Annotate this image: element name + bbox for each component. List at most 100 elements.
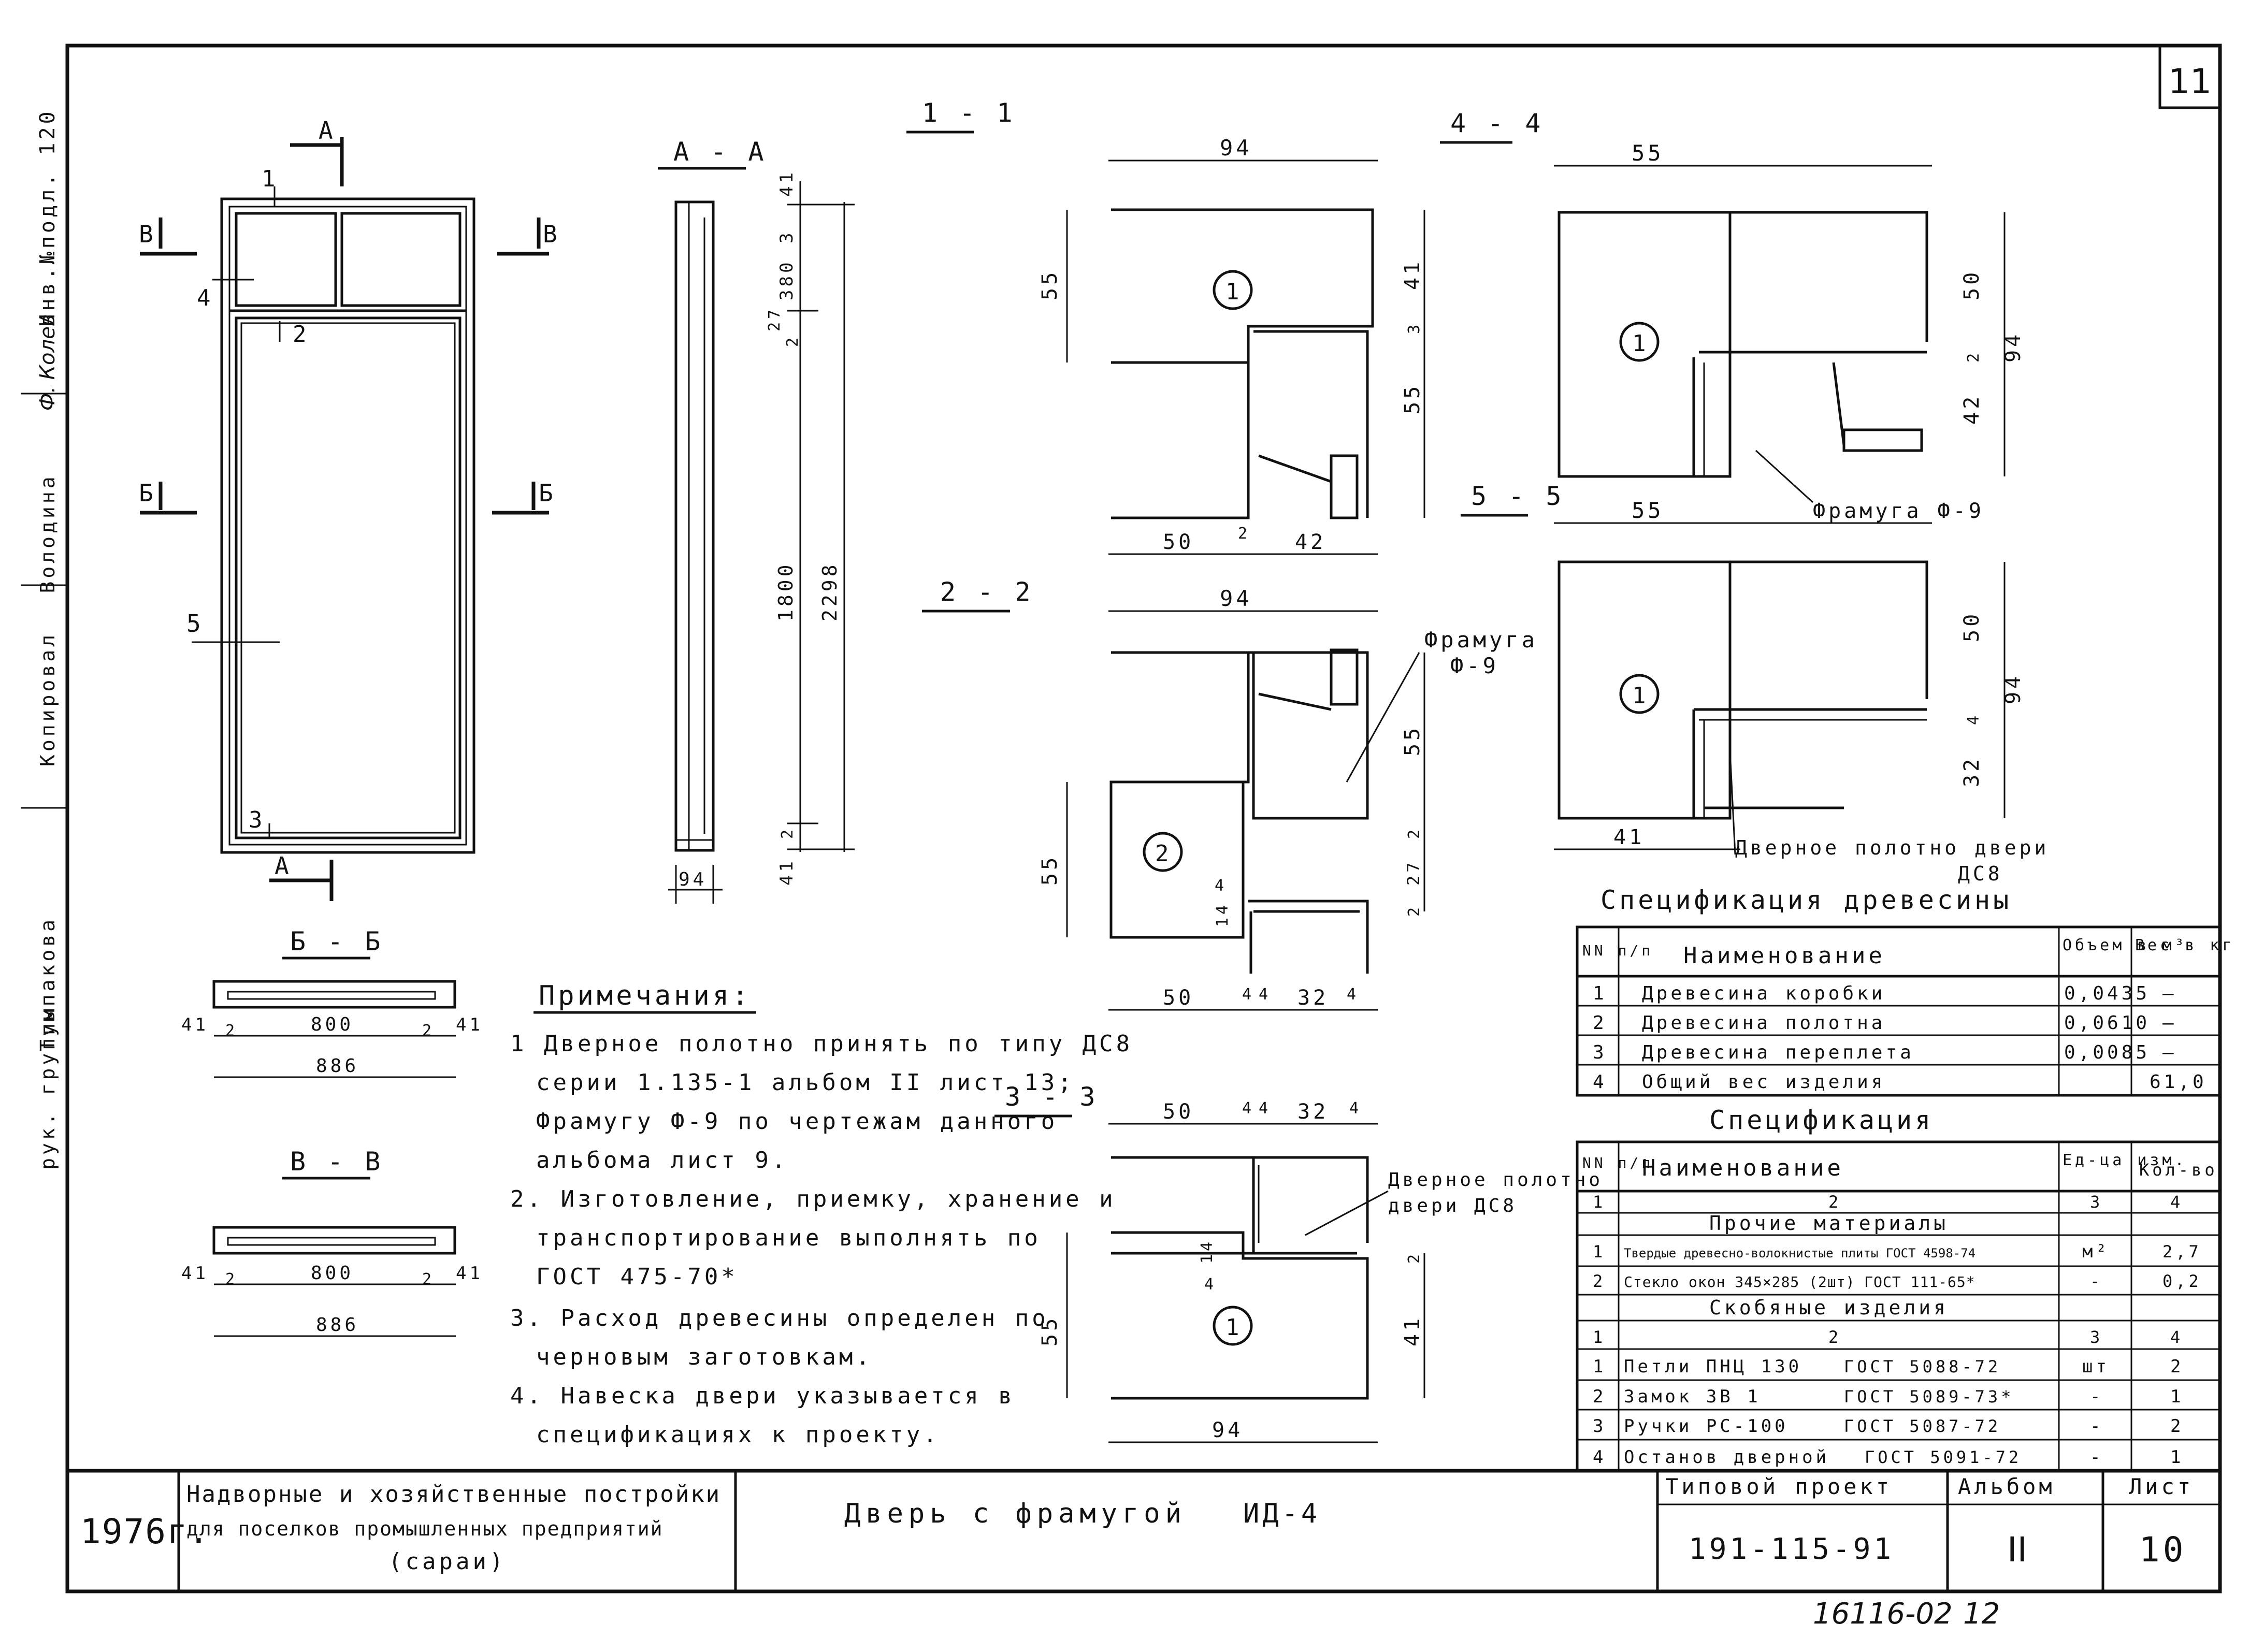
spec-idx2-4: 4 (2170, 1327, 2183, 1347)
d55-label: 1 (1632, 683, 1649, 709)
marker-b-left: Б (139, 479, 156, 507)
d11-dim-41: 41 (1401, 259, 1424, 290)
stamp-group-name: Тумпакова (36, 917, 59, 1051)
stamp-inventory: Инв.№подл. 120 (36, 108, 60, 326)
note-line-7: ГОСТ 475-70* (536, 1264, 738, 1290)
marker-v-left: В (139, 220, 156, 248)
d22-label: 2 (1155, 841, 1172, 867)
drawing-title: Дверь с фрамугой (844, 1498, 1187, 1529)
d22-transom-code: Ф-9 (1450, 653, 1499, 678)
stamp-copied: Копировал (36, 632, 59, 766)
spec-h-name: Наименование (1642, 1155, 1844, 1181)
d22-dim-94: 94 (1220, 586, 1252, 611)
d11-dim-94: 94 (1220, 135, 1252, 161)
wood-r3-name: Древесина переплета (1642, 1042, 1914, 1063)
title-33: 3 - 3 (1005, 1082, 1099, 1112)
vv-dim-2: 2 (225, 1270, 238, 1288)
spec-g2r4-unit: - (2090, 1447, 2103, 1468)
wood-r2-n: 2 (1593, 1012, 1607, 1034)
spec-g1r1-unit: м² (2082, 1241, 2110, 1262)
spec-group-1: Прочие материалы (1709, 1212, 1949, 1235)
wood-r3-wt: — (2162, 1042, 2177, 1063)
spec-g2r4-name: Останов дверной (1624, 1447, 1829, 1468)
callout-3: 3 (249, 807, 266, 833)
d33-dim-94: 94 (1212, 1418, 1243, 1442)
d33-dim-4d: 4 (1204, 1276, 1217, 1294)
project-line-2: для поселков промышленных предприятий (186, 1517, 663, 1540)
detail-2-2: 2 - 2 2 94 55 55 2 27 2 14 4 50 4 4 32 4… (922, 577, 1538, 1011)
spec-g1r2-qty: 0,2 (2162, 1271, 2202, 1291)
wood-r3-vol: 0,0085 (2064, 1042, 2150, 1063)
spec-g2r1-qty: 2 (2170, 1356, 2184, 1377)
stamp-traced: Володина (36, 473, 59, 593)
note-line-4: альбома лист 9. (536, 1147, 788, 1173)
d11-dim-50: 50 (1163, 530, 1194, 554)
d22-dim-4c: 4 (1347, 986, 1359, 1004)
d11-dim-55b: 55 (1401, 383, 1424, 414)
note-line-5: 2. Изготовление, приемку, хранение и (510, 1186, 1116, 1212)
stamp-signature: Ф. Колев (36, 314, 60, 411)
notes: Примечания: 1 Дверное полотно принять по… (510, 980, 1130, 1448)
corner-box (2158, 44, 2222, 109)
wood-h-nn: NN п/п (1582, 942, 1653, 959)
wood-r1-name: Древесина коробки (1642, 983, 1885, 1004)
spec-g2r1-unit: шт (2082, 1356, 2110, 1377)
title-55: 5 - 5 (1471, 481, 1565, 511)
d55-leaf-2: ДС8 (1958, 862, 2003, 885)
wood-r1-wt: — (2162, 983, 2177, 1004)
d33-leaf-2: двери ДС8 (1388, 1195, 1517, 1216)
spec-g1r2-n: 2 (1593, 1271, 1606, 1291)
d33-dim-55: 55 (1038, 1315, 1062, 1346)
spec-title: Спецификация (1709, 1105, 1934, 1135)
d44-dim-2: 2 (1965, 350, 1983, 363)
bb-dim-2b: 2 (422, 1022, 435, 1040)
stamp-group: рук. группы (36, 1005, 59, 1170)
section-vv: В - В 41 2 800 2 41 886 (181, 1147, 480, 1337)
d22-dim-2: 2 (1405, 827, 1423, 839)
d44-dim-55: 55 (1632, 140, 1664, 166)
d44-dim-42: 42 (1960, 394, 1984, 425)
spec-g2r2-qty: 1 (2170, 1386, 2184, 1407)
spec-g2r3-std: ГОСТ 5087-72 (1844, 1416, 2001, 1436)
callout-1: 1 (262, 166, 279, 192)
spec-idx2-3: 3 (2090, 1327, 2103, 1347)
wood-r2-wt: — (2162, 1012, 2177, 1034)
spec-idx-3: 3 (2090, 1192, 2103, 1212)
sheet-number: 10 (2139, 1530, 2186, 1570)
spec-g2r3-qty: 2 (2170, 1416, 2184, 1437)
d11-dim-42: 42 (1295, 530, 1326, 554)
d33-dim-41: 41 (1401, 1315, 1424, 1346)
corner-number: 11 (2168, 62, 2212, 102)
detail-4-4: 4 - 4 1 55 50 2 42 94 Фрамуга Ф-9 (1440, 108, 2025, 523)
wood-r2-vol: 0,0610 (2064, 1012, 2150, 1034)
note-line-6: транспортирование выполнять по (536, 1225, 1041, 1251)
d44-label: 1 (1632, 330, 1649, 357)
title-44: 4 - 4 (1450, 108, 1544, 138)
vv-dim-800: 800 (311, 1263, 354, 1284)
wood-r3-n: 3 (1593, 1042, 1607, 1063)
bb-dim-886: 886 (316, 1055, 359, 1077)
d55-dim-32: 32 (1960, 756, 1984, 787)
d22-dim-27: 27 (1404, 859, 1423, 886)
d33-dim-32: 32 (1297, 1100, 1329, 1124)
vv-dim-886: 886 (316, 1314, 359, 1336)
d33-leaf-1: Дверное полотно (1388, 1169, 1603, 1191)
d22-transom: Фрамуга (1424, 627, 1538, 653)
spec-idx2-1: 1 (1593, 1327, 1606, 1347)
spec-g1r1-n: 1 (1593, 1242, 1606, 1262)
d11-label: 1 (1225, 279, 1243, 305)
spec-g1r1-qty: 2,7 (2162, 1242, 2202, 1262)
note-line-3: Фрамугу Ф-9 по чертежам данного (536, 1108, 1058, 1135)
d55-dim-94: 94 (2001, 673, 2025, 704)
title-22: 2 - 2 (940, 577, 1034, 607)
spec-g2r2-std: ГОСТ 5089-73* (1844, 1387, 2014, 1407)
d11-dim-3: 3 (1405, 322, 1423, 334)
note-line-10: 4. Навеска двери указывается в (510, 1383, 1015, 1409)
spec-g1r2-name: Стекло окон 345×285 (2шт) ГОСТ 111-65* (1624, 1273, 1975, 1291)
door-elevation: А А В В Б Б 1 2 3 4 5 (139, 117, 557, 901)
spec-h-unit: Ед-ца изм. (2063, 1151, 2187, 1169)
spec-g2r3-name: Ручки РС-100 (1624, 1416, 1789, 1437)
d33-dim-4b: 4 (1259, 1099, 1271, 1118)
